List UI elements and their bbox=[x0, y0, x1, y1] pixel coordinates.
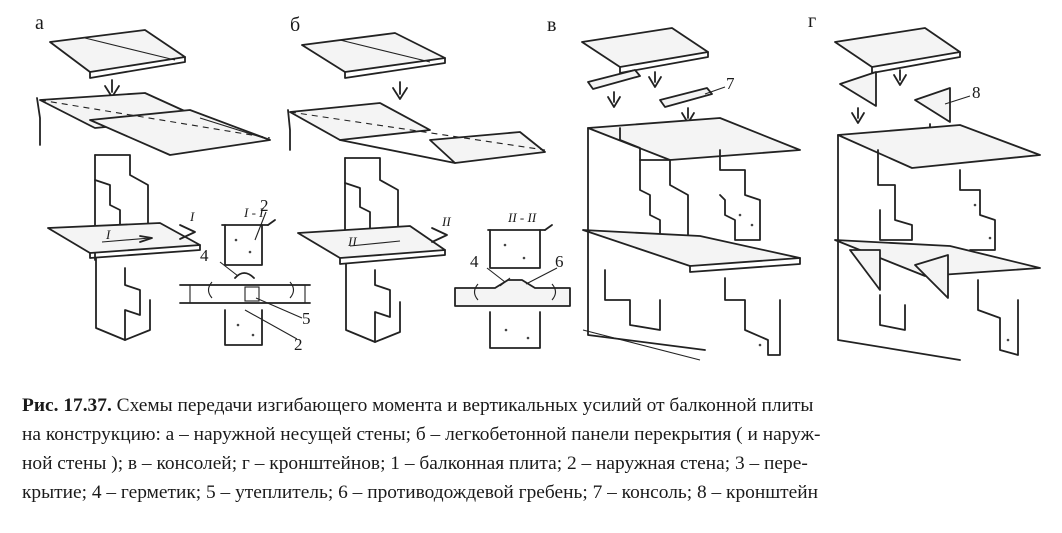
section-mark-b-slab: II bbox=[348, 234, 357, 249]
section-mark-a-section: I - I bbox=[244, 205, 264, 220]
panel-b-drawing bbox=[287, 32, 571, 349]
section-i-i bbox=[179, 219, 311, 346]
callout-6: 6 bbox=[555, 252, 564, 271]
panel-g-drawing bbox=[834, 27, 1041, 361]
figure-drawing bbox=[36, 27, 1041, 361]
callout-7: 7 bbox=[726, 74, 735, 93]
callout-2-bottom: 2 bbox=[294, 335, 303, 354]
callout-5: 5 bbox=[302, 309, 311, 328]
caption-label: Рис. 17.37. bbox=[22, 395, 112, 416]
section-mark-a-slab: I bbox=[106, 227, 111, 242]
callout-8: 8 bbox=[972, 83, 981, 102]
panel-a-drawing bbox=[36, 29, 311, 346]
caption-line-1: Рис. 17.37. Схемы передачи изгибающего м… bbox=[22, 391, 1042, 420]
panel-label-v: в bbox=[547, 14, 557, 36]
panel-label-g: г bbox=[808, 10, 817, 32]
caption-line-1-text: Схемы передачи изгибающего момента и вер… bbox=[111, 395, 814, 416]
caption-line-3: ной стены ); в – консолей; г – кронштейн… bbox=[22, 453, 808, 474]
section-ii-ii bbox=[454, 224, 571, 349]
callout-4-a: 4 bbox=[200, 246, 209, 265]
callout-4-b: 4 bbox=[470, 252, 479, 271]
section-mark-b-cut: II bbox=[442, 214, 451, 229]
panel-v-drawing bbox=[581, 27, 801, 361]
figure-caption: Рис. 17.37. Схемы передачи изгибающего м… bbox=[22, 391, 1042, 507]
caption-line-2: на конструкцию: а – наружной несущей сте… bbox=[22, 424, 821, 445]
caption-line-4: крытие; 4 – герметик; 5 – утеплитель; 6 … bbox=[22, 482, 818, 503]
panel-label-a: а bbox=[35, 12, 44, 34]
section-mark-b-section: II - II bbox=[508, 210, 537, 225]
panel-label-b: б bbox=[290, 14, 301, 36]
callout-2-top: 2 bbox=[260, 196, 269, 215]
section-mark-a-cut: I bbox=[190, 209, 195, 224]
